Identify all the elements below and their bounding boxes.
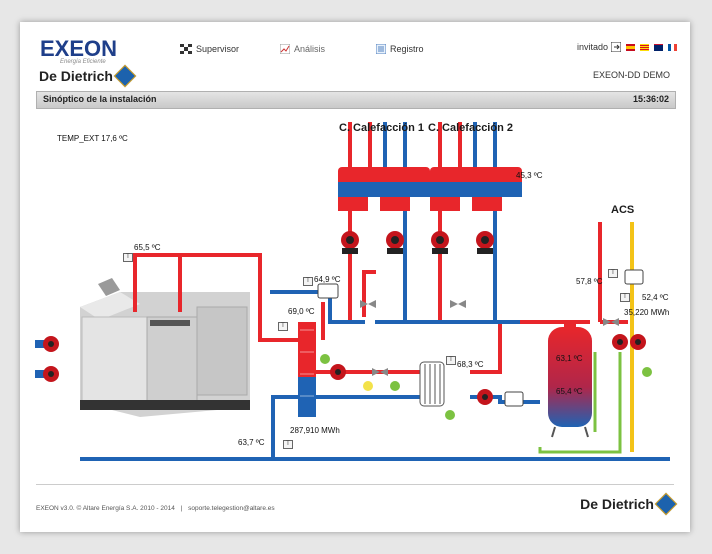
temp-sensor-icon[interactable]: T bbox=[123, 253, 133, 262]
pump-secondary[interactable] bbox=[477, 389, 493, 405]
boiler-out-temp: 65,5 ºC bbox=[134, 243, 161, 252]
nav-registro[interactable]: Registro bbox=[376, 44, 424, 54]
pump-c1b[interactable] bbox=[386, 231, 404, 254]
boiler-group[interactable] bbox=[80, 278, 250, 417]
installation-name: EXEON-DD DEMO bbox=[592, 70, 670, 80]
temp-sensor-icon[interactable]: T bbox=[283, 440, 293, 449]
temp-sensor-icon[interactable]: T bbox=[608, 269, 618, 278]
valve-acs[interactable] bbox=[603, 318, 619, 326]
sitemap-icon bbox=[180, 44, 192, 54]
nav-analisis-label: Análisis bbox=[294, 44, 326, 54]
valve-box bbox=[338, 197, 368, 211]
pump-acs-2[interactable] bbox=[630, 334, 646, 350]
heating-mix-temp: 45,3 ºC bbox=[516, 171, 543, 180]
energy-meter-icon[interactable] bbox=[317, 283, 339, 299]
footer-separator: | bbox=[180, 505, 183, 512]
valve-box bbox=[430, 197, 460, 211]
coil-exchanger[interactable] bbox=[419, 361, 445, 407]
pump-c2b[interactable] bbox=[476, 231, 494, 254]
flag-en-icon[interactable] bbox=[654, 43, 664, 51]
heating-header-1[interactable] bbox=[338, 167, 430, 197]
footer-text: EXEON v3.0. © Altare Energía S.A. 2010 -… bbox=[36, 505, 275, 512]
dedietrich-wordmark: De Dietrich bbox=[39, 68, 113, 84]
page-title: Sinóptico de la instalación bbox=[43, 94, 157, 104]
synoptic-diagram bbox=[35, 122, 670, 461]
cold-water-pipes bbox=[538, 352, 622, 454]
motor-status-icon bbox=[363, 381, 373, 391]
pump-c1a[interactable] bbox=[341, 231, 359, 254]
acs-title: ACS bbox=[611, 204, 635, 216]
exchanger-energy: 287,910 MWh bbox=[290, 426, 340, 435]
sensor-temp: 64,9 ºC bbox=[314, 275, 341, 284]
footer-brand: De Dietrich bbox=[580, 496, 654, 512]
acs-supply-temp: 57,8 ºC bbox=[576, 277, 603, 286]
circuit-1-title: C. Calefacción 1 bbox=[339, 122, 424, 134]
heating-header-2[interactable] bbox=[430, 167, 522, 197]
valve-box bbox=[380, 197, 410, 211]
acs-meter-icon[interactable] bbox=[624, 269, 644, 285]
nav-registro-label: Registro bbox=[390, 44, 424, 54]
exeon-tagline: Energía Eficiente bbox=[60, 59, 106, 65]
nav-analisis[interactable]: Análisis bbox=[280, 44, 325, 54]
tank-bottom-temp: 65,4 ºC bbox=[556, 387, 583, 396]
tank-top-temp: 63,1 ºC bbox=[556, 354, 583, 363]
pump-acs-1[interactable] bbox=[612, 334, 628, 350]
temp-sensor-icon[interactable]: T bbox=[620, 293, 630, 302]
acs-energy: 35,220 MWh bbox=[624, 308, 670, 317]
flow-meter-icon[interactable] bbox=[504, 391, 524, 407]
nav-supervisor-label: Supervisor bbox=[196, 44, 240, 54]
dedietrich-logo: De Dietrich bbox=[39, 64, 137, 88]
pump-boiler-1[interactable] bbox=[35, 336, 59, 352]
footer-logo: De Dietrich bbox=[580, 492, 678, 516]
mixing-valve-2[interactable] bbox=[450, 300, 466, 308]
support-email[interactable]: soporte.telegestion@altare.es bbox=[188, 505, 275, 512]
mixing-valve-1[interactable] bbox=[360, 300, 376, 308]
flag-fr-icon[interactable] bbox=[668, 43, 678, 51]
dedietrich-diamond-icon bbox=[654, 492, 678, 516]
heat-exchanger[interactable] bbox=[298, 322, 316, 417]
app-frame: EXEON Energía Eficiente De Dietrich Supe… bbox=[20, 22, 690, 532]
nav-supervisor[interactable]: Supervisor bbox=[180, 44, 239, 54]
on-status-icon bbox=[390, 381, 400, 391]
flag-es-icon[interactable] bbox=[626, 43, 636, 51]
username: invitado bbox=[577, 42, 609, 52]
pump-boiler-2[interactable] bbox=[35, 366, 59, 382]
temp-sensor-icon[interactable]: T bbox=[303, 277, 313, 286]
chart-icon bbox=[280, 44, 290, 54]
acs-return-temp: 52,4 ºC bbox=[642, 293, 669, 302]
logout-icon[interactable] bbox=[611, 42, 622, 52]
temp-sensor-icon[interactable]: T bbox=[446, 356, 456, 365]
temp-sensor-icon[interactable]: T bbox=[278, 322, 288, 331]
clock: 15:36:02 bbox=[632, 94, 669, 104]
hot-pipes bbox=[133, 122, 628, 374]
on-status-icon bbox=[642, 367, 652, 377]
outdoor-temp: TEMP_EXT 17,6 ºC bbox=[57, 134, 128, 143]
footer-divider bbox=[36, 484, 674, 485]
user-area: invitado bbox=[577, 42, 678, 52]
pump-c2a[interactable] bbox=[431, 231, 449, 254]
secondary-temp: 68,3 ºC bbox=[457, 360, 484, 369]
exeon-logo: EXEON bbox=[40, 36, 118, 61]
pump-primary[interactable] bbox=[330, 364, 346, 380]
on-status-icon bbox=[445, 410, 455, 420]
title-bar: Sinóptico de la instalación 15:36:02 bbox=[36, 91, 676, 109]
circuit-2-title: C. Calefacción 2 bbox=[428, 122, 513, 134]
exchanger-in-temp: 69,0 ºC bbox=[288, 307, 315, 316]
on-status-icon bbox=[320, 354, 330, 364]
valve-primary[interactable] bbox=[372, 368, 388, 376]
copyright: EXEON v3.0. © Altare Energía S.A. 2010 -… bbox=[36, 505, 175, 512]
valve-box bbox=[472, 197, 502, 211]
flag-ca-icon[interactable] bbox=[640, 43, 650, 51]
return-temp: 63,7 ºC bbox=[238, 438, 265, 447]
document-icon bbox=[376, 44, 386, 54]
acs-tank[interactable] bbox=[548, 322, 592, 438]
